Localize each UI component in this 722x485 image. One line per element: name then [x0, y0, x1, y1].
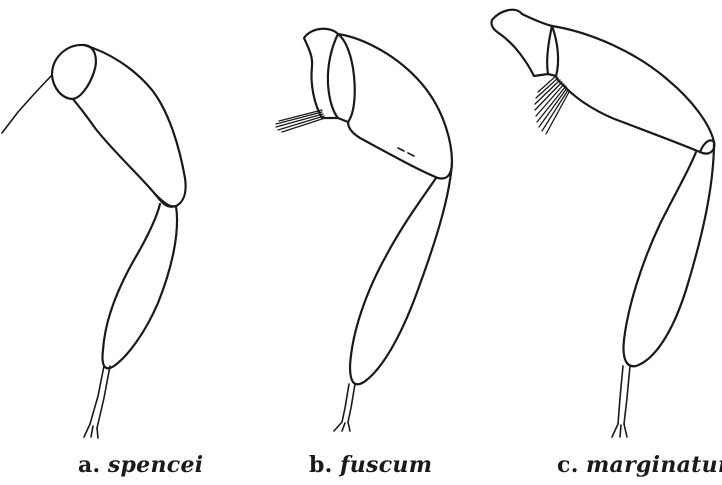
caption-species-spencei: spencei	[108, 452, 204, 478]
marginatum-claws	[612, 424, 627, 437]
spencei-trochanter	[52, 45, 96, 99]
fuscum-bristle-tuft	[276, 110, 325, 132]
marginatum-coxa	[491, 10, 552, 76]
marginatum-tarsus	[618, 366, 630, 424]
spencei-tarsus	[90, 366, 110, 428]
spencei-thin-appendage	[2, 75, 52, 133]
fuscum-tibia	[350, 162, 452, 384]
caption-fuscum: b. fuscum	[309, 452, 432, 478]
fuscum-coxa	[304, 29, 338, 118]
caption-marginatum: c. marginatum	[557, 452, 722, 478]
fuscum-claws	[334, 422, 350, 431]
caption-spencei: a. spencei	[78, 452, 203, 478]
caption-letter-a: a.	[78, 452, 101, 478]
marginatum-femur	[552, 26, 714, 154]
spencei-knee	[155, 194, 176, 206]
marginatum-tibia	[624, 142, 715, 366]
caption-species-marginatum: marginatum	[586, 452, 722, 478]
caption-letter-c: c.	[557, 452, 579, 478]
caption-letter-b: b.	[309, 452, 333, 478]
spencei-tibia	[102, 204, 177, 368]
leg-drawing-fuscum	[276, 29, 452, 431]
fuscum-tarsus	[342, 384, 355, 422]
spencei-claws	[84, 424, 98, 438]
spencei-femur	[73, 45, 186, 207]
leg-drawing-spencei	[2, 45, 186, 438]
caption-species-fuscum: fuscum	[340, 452, 432, 478]
leg-drawings	[0, 0, 722, 450]
fuscum-trochanter	[338, 34, 355, 122]
leg-drawing-marginatum	[491, 10, 714, 437]
fuscum-femur	[338, 34, 452, 178]
fuscum-joint-line	[398, 148, 414, 156]
